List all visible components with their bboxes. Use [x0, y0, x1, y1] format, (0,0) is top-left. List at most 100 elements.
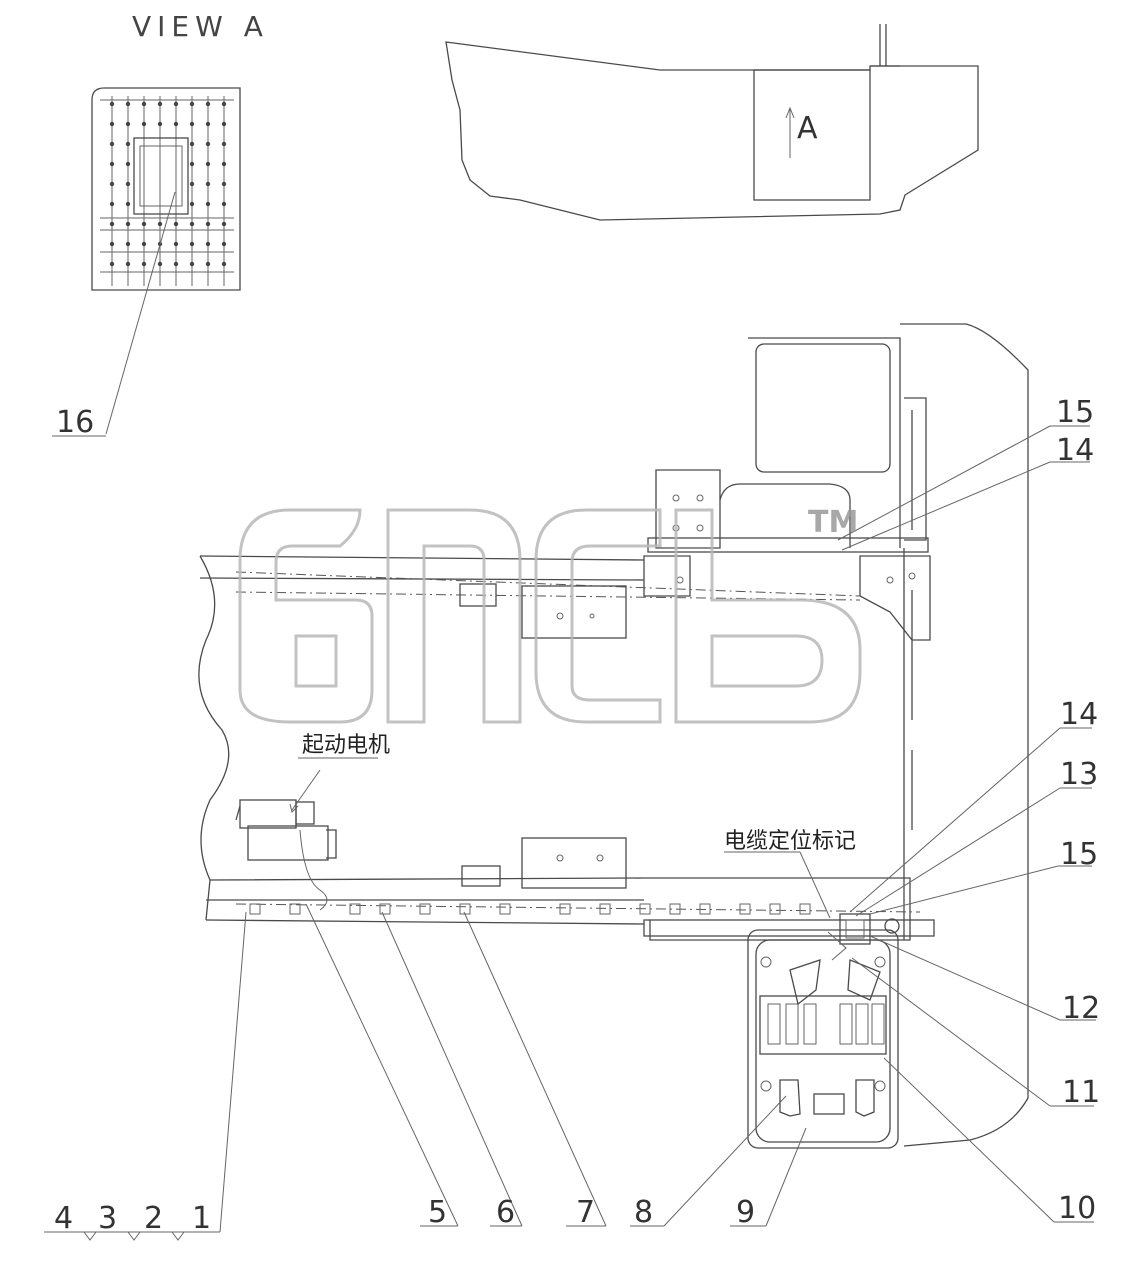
fastener-dot	[125, 261, 131, 267]
fastener-dot	[141, 101, 147, 107]
cable-clip	[799, 903, 811, 915]
cable-clip	[739, 903, 751, 915]
fastener-dot	[205, 141, 211, 147]
part-number-12: 12	[1062, 991, 1100, 1026]
fastener-dot	[189, 261, 195, 267]
part-number-15-upper: 15	[1056, 395, 1094, 430]
part-number-1: 1	[192, 1201, 211, 1236]
fastener-dot	[157, 121, 163, 127]
watermark-logo: TM	[238, 505, 862, 724]
fastener-dot	[173, 101, 179, 107]
fuse	[855, 1003, 869, 1045]
cable-clips-row	[249, 903, 811, 915]
starter-motor: 起动电机	[235, 733, 390, 911]
part-number-4: 4	[54, 1201, 73, 1236]
fastener-dot	[205, 241, 211, 247]
fastener-dot	[189, 141, 195, 147]
starter-motor-label: 起动电机	[302, 733, 390, 758]
fuse	[785, 1003, 799, 1045]
fastener-dot	[141, 261, 147, 267]
part-number-7: 7	[576, 1195, 595, 1230]
part-number-15-lower: 15	[1060, 837, 1098, 872]
cab-housing	[643, 323, 1029, 1147]
fastener-dot	[141, 241, 147, 247]
fastener-dot	[125, 241, 131, 247]
fastener-dot	[157, 261, 163, 267]
cable-clip	[559, 903, 571, 915]
fastener-dot	[109, 201, 115, 207]
fastener-dot	[109, 221, 115, 227]
part-number-2: 2	[144, 1201, 163, 1236]
part-number-16: 16	[56, 405, 94, 440]
fastener-dot	[109, 241, 115, 247]
fastener-dot	[221, 161, 227, 167]
fastener-dot	[205, 101, 211, 107]
fastener-dot	[221, 181, 227, 187]
fastener-dot	[157, 221, 163, 227]
fastener-dot	[125, 221, 131, 227]
fastener-dot	[189, 121, 195, 127]
fuse	[767, 1003, 781, 1045]
fastener-dot	[125, 201, 131, 207]
part-number-9: 9	[736, 1195, 755, 1230]
fastener-dot	[205, 161, 211, 167]
cable-clip	[349, 903, 361, 915]
watermark-tm: TM	[808, 505, 858, 540]
cable-clip	[639, 903, 651, 915]
battery-box	[747, 913, 900, 1149]
part-number-5: 5	[428, 1195, 447, 1230]
fuse-block	[767, 1003, 885, 1045]
fastener-dot	[109, 121, 115, 127]
fastener-dot	[109, 161, 115, 167]
fastener-dot	[189, 161, 195, 167]
view-a-panel	[91, 87, 241, 291]
view-a-fastener-grid	[109, 101, 227, 267]
fastener-dot	[173, 261, 179, 267]
fastener-dot	[141, 221, 147, 227]
fastener-dot	[221, 121, 227, 127]
fastener-dot	[205, 221, 211, 227]
cable-clip	[599, 903, 611, 915]
machine-top-outline: A	[445, 24, 979, 221]
fastener-dot	[221, 221, 227, 227]
part-number-14-upper: 14	[1056, 433, 1094, 468]
fastener-dot	[205, 201, 211, 207]
fastener-dot	[205, 121, 211, 127]
cable-clip	[459, 903, 471, 915]
leader-lines	[44, 191, 1096, 1241]
fastener-dot	[189, 241, 195, 247]
fastener-dot	[125, 101, 131, 107]
fastener-dot	[109, 141, 115, 147]
cable-clip	[289, 903, 301, 915]
view-a-title: VIEW A	[132, 10, 269, 43]
fastener-dot	[125, 141, 131, 147]
fastener-dot	[109, 181, 115, 187]
fastener-dot	[205, 181, 211, 187]
fastener-dot	[109, 101, 115, 107]
part-number-11: 11	[1062, 1075, 1100, 1110]
fastener-dot	[189, 101, 195, 107]
fastener-dot	[173, 121, 179, 127]
cable-position-mark-label: 电缆定位标记	[724, 829, 856, 854]
fastener-dot	[109, 261, 115, 267]
part-number-10: 10	[1058, 1191, 1096, 1226]
fastener-dot	[173, 241, 179, 247]
fastener-dot	[221, 261, 227, 267]
part-number-13: 13	[1060, 757, 1098, 792]
cable-clip	[379, 903, 391, 915]
fuse	[803, 1003, 817, 1045]
fastener-dot	[221, 141, 227, 147]
fastener-dot	[157, 101, 163, 107]
fastener-dot	[189, 221, 195, 227]
view-marker-a: A	[797, 111, 818, 146]
part-number-3: 3	[98, 1201, 117, 1236]
fastener-dot	[173, 221, 179, 227]
part-number-6: 6	[496, 1195, 515, 1230]
fuse	[839, 1003, 853, 1045]
fastener-dot	[189, 181, 195, 187]
fastener-dot	[221, 241, 227, 247]
fastener-dot	[125, 121, 131, 127]
fastener-dot	[205, 261, 211, 267]
fastener-dot	[221, 201, 227, 207]
